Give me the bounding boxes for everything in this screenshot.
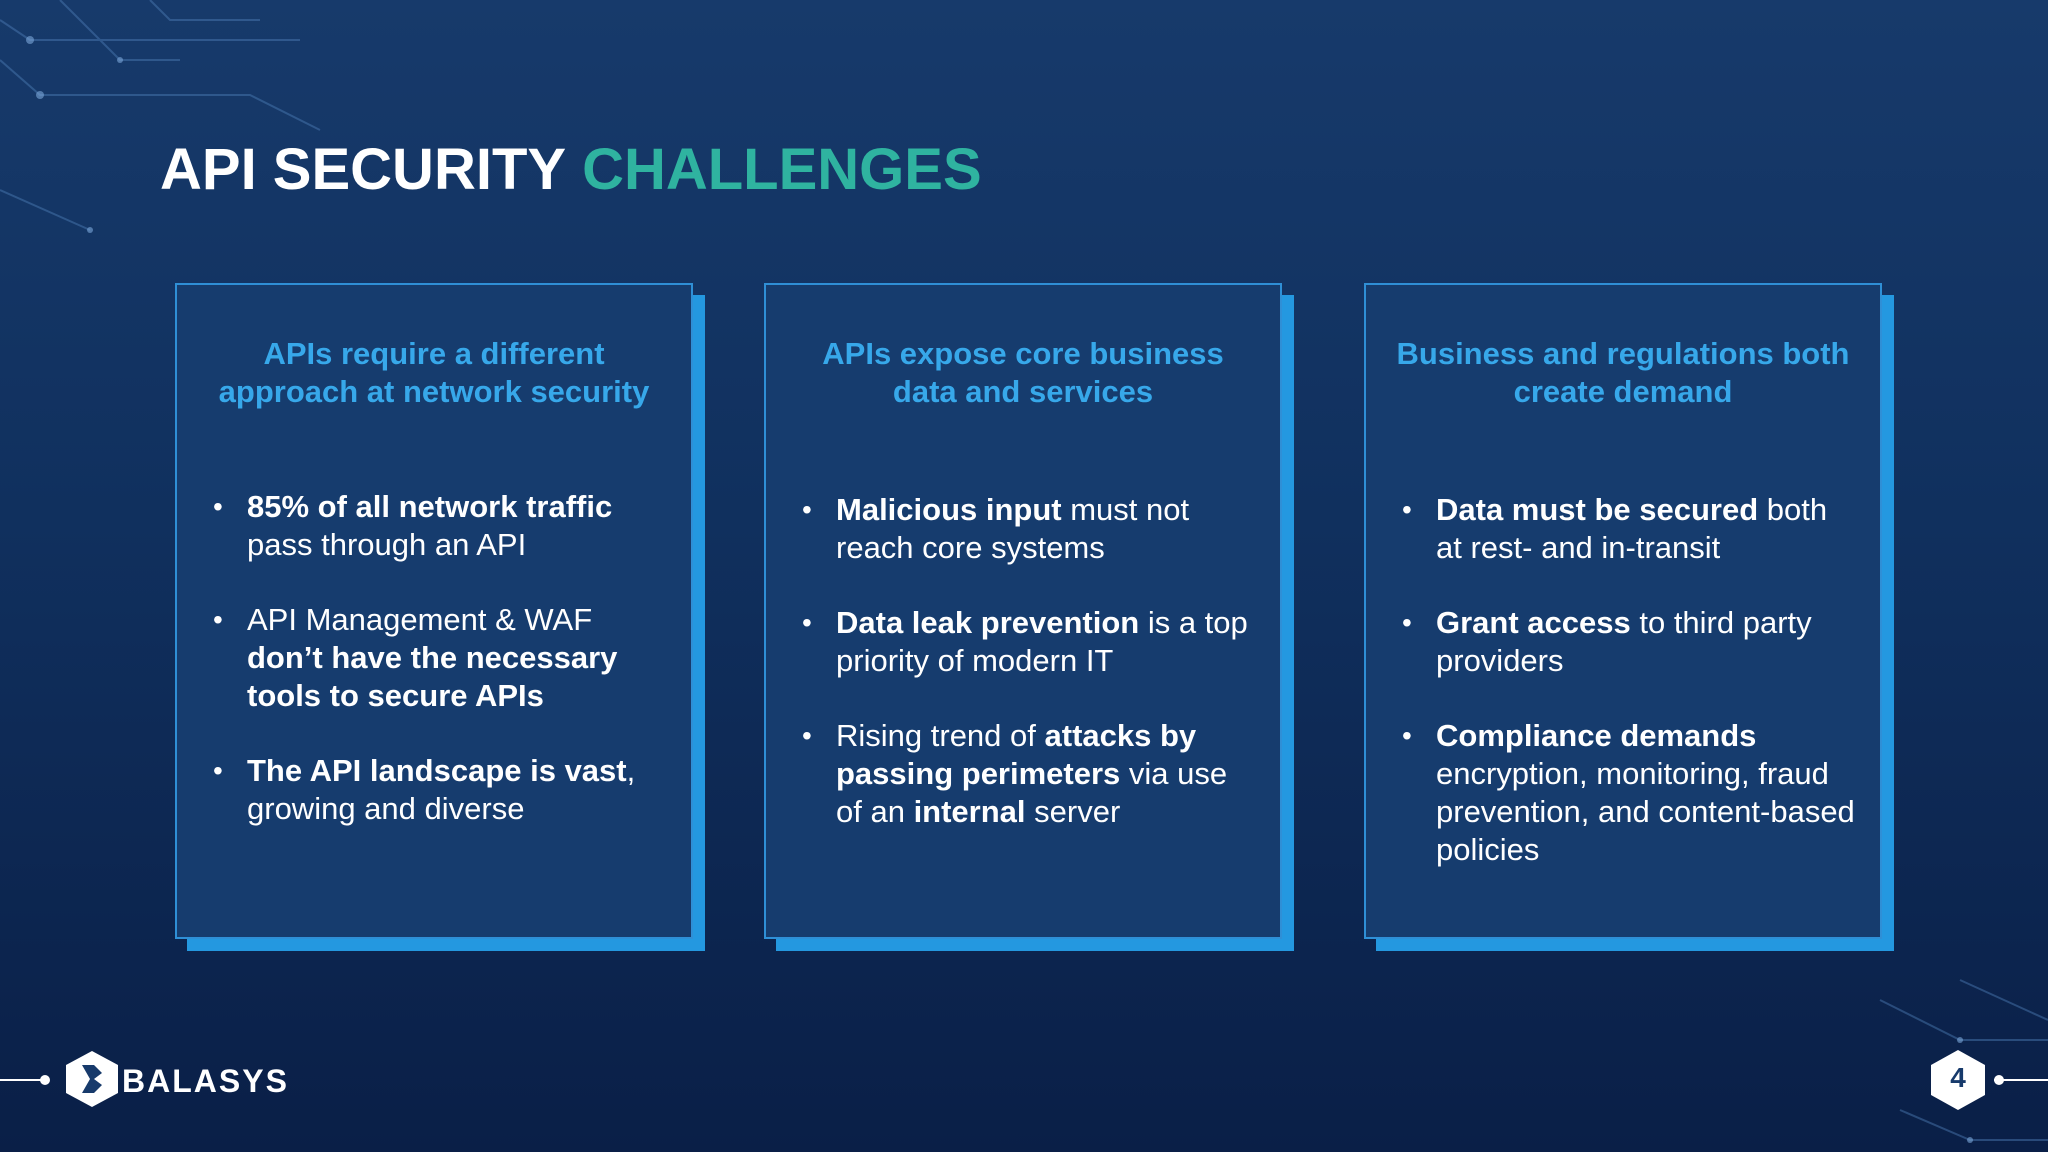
- card-heading-line: approach at network security: [218, 374, 650, 409]
- card-core-business: APIs expose core business data and servi…: [764, 283, 1282, 939]
- page-number: 4: [1950, 1062, 1966, 1093]
- bullet-text: , growing and diverse: [247, 753, 636, 826]
- bullet-item: • 85% of all network traffic pass through…: [213, 488, 671, 564]
- card-regulations-demand: Business and regulations both create dem…: [1364, 283, 1882, 939]
- bullet-text-bold: don’t have the necessary tools to secure…: [247, 640, 618, 713]
- card-bullet-list: • Malicious input must not reach core sys…: [802, 491, 1260, 868]
- bullet-item: • Data must be secured both at rest- and …: [1402, 491, 1860, 567]
- bullet-item: • Compliance demands encryption, monitori…: [1402, 717, 1860, 869]
- bullet-item: • API Management & WAF don’t have the nec…: [213, 601, 671, 715]
- footer-left-dot: [40, 1075, 50, 1085]
- bullet-text-bold: Data must be secured: [1436, 492, 1759, 527]
- bullet-text: both at rest- and in-transit: [1436, 492, 1828, 565]
- card-heading: Business and regulations both create dem…: [1366, 335, 1880, 411]
- card-heading-line: APIs require a different: [263, 336, 605, 371]
- bullet-text: server: [1025, 794, 1121, 829]
- bullet-dot-icon: •: [1402, 494, 1412, 525]
- footer-right-dot: [1994, 1075, 2004, 1085]
- bullet-item: • Rising trend of attacks by passing peri…: [802, 717, 1260, 831]
- title-white-part: API SECURITY: [160, 137, 567, 202]
- bullet-dot-icon: •: [802, 607, 812, 638]
- bullet-item: • Grant access to third party providers: [1402, 604, 1860, 680]
- bullet-dot-icon: •: [213, 755, 223, 786]
- bullet-dot-icon: •: [213, 491, 223, 522]
- bullet-text: pass through an API: [247, 527, 527, 562]
- bullet-text: encryption, monitoring, fraud prevention…: [1436, 756, 1855, 867]
- bullet-text-bold: Data leak prevention: [836, 605, 1140, 640]
- bullet-dot-icon: •: [802, 494, 812, 525]
- bullet-text-bold: Grant access: [1436, 605, 1631, 640]
- bullet-item: • Malicious input must not reach core sys…: [802, 491, 1260, 567]
- card-heading: APIs require a different approach at net…: [177, 335, 691, 411]
- bullet-text: Rising trend of: [836, 718, 1045, 753]
- bullet-item: • Data leak prevention is a top priority …: [802, 604, 1260, 680]
- card-heading-line: create demand: [1513, 374, 1733, 409]
- bullet-text: is a top priority of modern IT: [836, 605, 1248, 678]
- card-heading-line: Business and regulations both: [1396, 336, 1850, 371]
- brand-name: BALASYS: [122, 1063, 289, 1099]
- footer-right-line: [1994, 1079, 2048, 1081]
- bullet-text-bold: attacks by passing perimeters: [836, 718, 1197, 791]
- bullet-dot-icon: •: [802, 720, 812, 751]
- bullet-text-bold: The API landscape is vast: [247, 753, 627, 788]
- title-accent-part: CHALLENGES: [582, 137, 982, 202]
- card-heading: APIs expose core business data and servi…: [766, 335, 1280, 411]
- bullet-text: API Management & WAF: [247, 602, 593, 637]
- bullet-item: • The API landscape is vast, growing and …: [213, 752, 671, 828]
- balasys-logo-icon: [66, 1051, 118, 1107]
- card-heading-line: APIs expose core business: [822, 336, 1224, 371]
- card-bullet-list: • Data must be secured both at rest- and …: [1402, 491, 1860, 906]
- bullet-text-bold: internal: [913, 794, 1026, 829]
- bullet-text: must not reach core systems: [836, 492, 1190, 565]
- card-bullet-list: • 85% of all network traffic pass through…: [213, 488, 671, 865]
- card-heading-line: data and services: [892, 374, 1154, 409]
- bullet-dot-icon: •: [1402, 607, 1412, 638]
- bullet-text: via use of an: [836, 756, 1228, 829]
- bullet-dot-icon: •: [1402, 720, 1412, 751]
- bullet-text-bold: Malicious input: [836, 492, 1062, 527]
- card-network-security: APIs require a different approach at net…: [175, 283, 693, 939]
- footer-left-line: [0, 1079, 44, 1081]
- bullet-dot-icon: •: [213, 604, 223, 635]
- bullet-text: to third party providers: [1436, 605, 1812, 678]
- bullet-text-bold: 85% of all network traffic: [247, 489, 613, 524]
- page-number-hexagon-icon: [1931, 1050, 1985, 1110]
- bullet-text-bold: Compliance demands: [1436, 718, 1757, 753]
